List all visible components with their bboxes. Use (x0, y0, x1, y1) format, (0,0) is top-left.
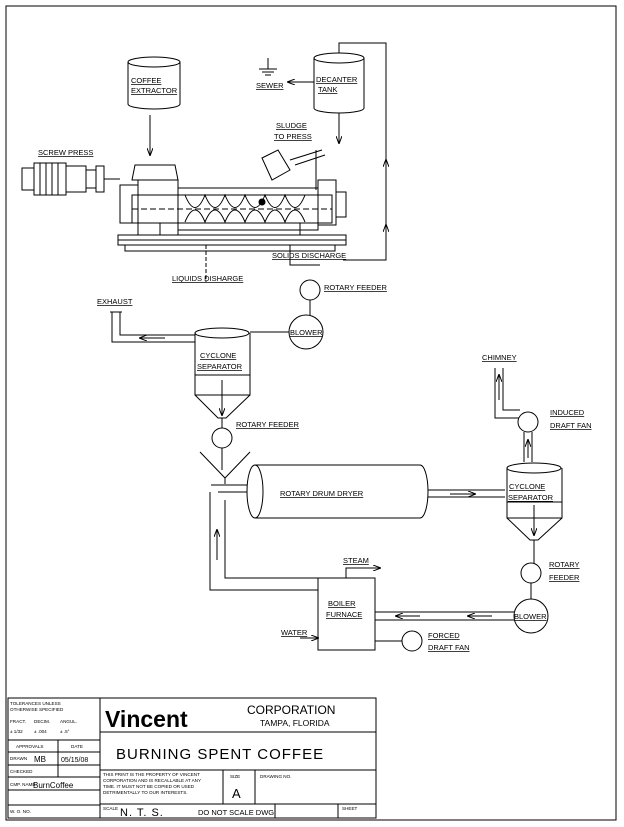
sewer-ground-icon (259, 58, 277, 76)
angul-value: ± .5° (60, 729, 70, 734)
property-text-2: CORPORATION AND IS RECALLABLE AT ANY (103, 778, 201, 783)
blower-top-label: BLOWER (290, 328, 323, 337)
forced-draft-fan (401, 630, 423, 652)
rotary-feeder-mid (211, 427, 233, 449)
chimney-duct-right (502, 368, 520, 411)
induced-label-2: DRAFT FAN (550, 421, 592, 430)
property-text-3: TIME. IT MUST NOT BE COPIED OR USED (103, 784, 195, 789)
blower-bottom-label: BLOWER (514, 612, 547, 621)
property-text-1: THIS PRINT IS THE PROPERTY OF VINCENT (103, 772, 200, 777)
angul-label: ANGUL. (60, 719, 77, 724)
scale-value: N. T. S. (120, 807, 164, 819)
induced-draft-fan (517, 411, 539, 433)
sludge-label-1: SLUDGE (276, 121, 307, 130)
boiler-label-1: BOILER (328, 599, 356, 608)
rotary-feeder-top-label: ROTARY FEEDER (324, 283, 388, 292)
boiler-label-2: FURNACE (326, 610, 362, 619)
sewer-label: SEWER (256, 81, 284, 90)
coffee-extractor-label-1: COFFEE (131, 76, 161, 85)
tolerances-text-1: TOLERANCES UNLESS (10, 701, 61, 706)
induced-label-1: INDUCED (550, 408, 585, 417)
rotary-feeder-mid-label: ROTARY FEEDER (236, 420, 300, 429)
sludge-label-2: TO PRESS (274, 132, 312, 141)
drawn-by-value: MB (34, 755, 46, 764)
chimney-duct-left (494, 368, 520, 419)
hot-gas-duct-inner (224, 500, 318, 579)
checked-label: CHECKED (10, 769, 33, 774)
rotary-feeder-right (520, 562, 542, 584)
blower-bottom (513, 598, 549, 634)
decim-value: ± .004 (34, 729, 47, 734)
cmp-name-label: CMP. NAME (10, 782, 35, 787)
exhaust-duct-inner (119, 312, 195, 336)
tolerances-text-2: OTHERWISE SPECIFIED (10, 707, 64, 712)
scale-label: SCALE (103, 806, 118, 811)
coffee-extractor: COFFEE EXTRACTOR (127, 56, 181, 110)
decanter-tank: DECANTER TANK (313, 52, 365, 114)
chimney-label: CHIMNEY (482, 353, 517, 362)
water-label: WATER (281, 628, 308, 637)
sheet-border (5, 5, 617, 821)
decanter-label-1: DECANTER (316, 75, 358, 84)
solids-discharge-label: SOLIDS DISCHARGE (272, 251, 346, 260)
liquids-discharge-label: LIQUIDS DISHARGE (172, 274, 243, 283)
solids-line (289, 245, 320, 266)
dryer-label: ROTARY DRUM DRYER (280, 489, 364, 498)
size-label: SIZE (230, 774, 240, 779)
cyclone2-label-2: SEPARATOR (508, 493, 554, 502)
company-city: TAMPA, FLORIDA (260, 718, 330, 728)
hot-gas-duct-outer (209, 492, 318, 591)
property-text-4: DETRIMENTALLY TO OUR INTERESTS. (103, 790, 188, 795)
boiler-furnace (317, 577, 376, 651)
approvals-label: APPROVALS (16, 744, 44, 749)
steam-arrow (345, 568, 380, 578)
drawn-label: DRAWN (10, 756, 27, 761)
exhaust-label: EXHAUST (97, 297, 133, 306)
cmp-name-value: BurnCoffee (33, 781, 74, 790)
fract-label: FRACT. (10, 719, 26, 724)
dryer-hopper (199, 451, 251, 479)
cyclone2-label-1: CYCLONE (509, 482, 545, 491)
company-logo: Vincent (105, 706, 188, 732)
rotary-feeder-right-label-2: FEEDER (549, 573, 580, 582)
forced-label-1: FORCED (428, 631, 460, 640)
wo-label: W. O. NO. (10, 809, 31, 814)
fract-value: ± 1/32 (10, 729, 23, 734)
date-label: DATE (71, 744, 83, 749)
screw-press (21, 149, 347, 252)
rotary-feeder-right-label-1: ROTARY (549, 560, 580, 569)
forced-label-2: DRAFT FAN (428, 643, 470, 652)
cyclone1-label-1: CYCLONE (200, 351, 236, 360)
company-suffix: CORPORATION (247, 703, 335, 717)
do-not-scale-note: DO NOT SCALE DWG. (198, 808, 276, 817)
size-value: A (232, 786, 241, 801)
decim-label: DECIM. (34, 719, 50, 724)
sheet-label: SHEET (342, 806, 358, 811)
liquid-return-line (338, 42, 387, 261)
drawing-title: BURNING SPENT COFFEE (116, 746, 324, 763)
rotary-drum-dryer: ROTARY DRUM DRYER (246, 464, 429, 519)
coffee-extractor-label-2: EXTRACTOR (131, 86, 178, 95)
drawing-no-label: DRAWING NO. (260, 774, 291, 779)
steam-label: STEAM (343, 556, 369, 565)
exhaust-duct-outer (111, 312, 195, 343)
decanter-label-2: TANK (318, 85, 337, 94)
cyclone1-label-2: SEPARATOR (197, 362, 243, 371)
drawn-date-value: 05/15/08 (61, 757, 88, 764)
screw-press-label: SCREW PRESS (38, 148, 93, 157)
title-block: TOLERANCES UNLESS OTHERWISE SPECIFIED FR… (7, 697, 377, 819)
rotary-feeder-top (299, 279, 321, 301)
